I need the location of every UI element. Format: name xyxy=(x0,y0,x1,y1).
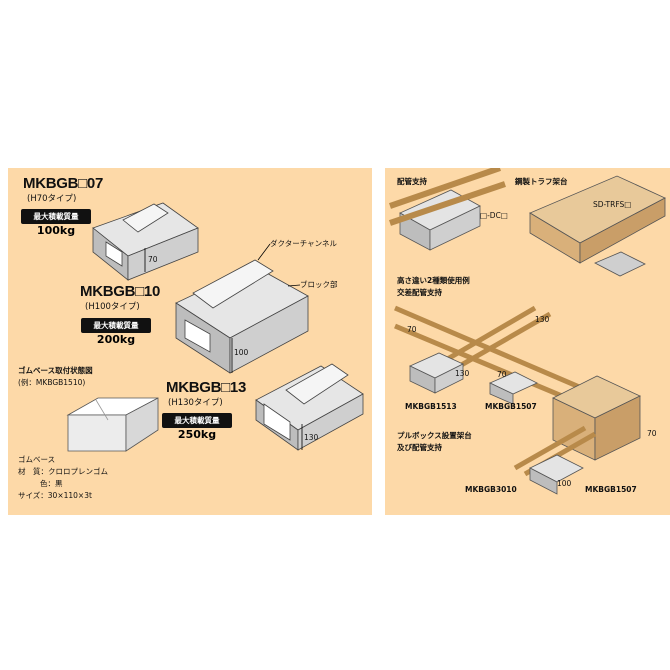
steel-tray-drawing xyxy=(529,175,666,277)
dim-70-a: 70 xyxy=(407,325,417,334)
rubber-example: (例：MKBGB1510) xyxy=(18,378,86,387)
model-10-load-label: 最大積載質量 xyxy=(81,318,151,333)
rubber-base-drawing xyxy=(66,397,159,452)
model-13-type: (H130タイプ) xyxy=(168,398,223,408)
block-10-drawing xyxy=(175,243,309,374)
model-1507b-label: MKBGB1507 xyxy=(585,485,637,494)
model-13-badge: 最大積載質量 250kg xyxy=(162,413,232,441)
left-panel: MKBGB□07 (H70タイプ) 最大積載質量 100kg 70 MKBGB□… xyxy=(8,168,372,515)
duct-channel-callout: ダクターチャンネル xyxy=(270,239,337,248)
pipe-support-title: 配管支持 xyxy=(397,177,427,186)
model-07-load-label: 最大積載質量 xyxy=(21,209,91,224)
application-illustrations xyxy=(389,168,666,495)
sdtrfs-label: SD-TRFS□ xyxy=(593,200,632,209)
model-07-load-value: 100kg xyxy=(36,224,76,237)
model-10-load-value: 200kg xyxy=(96,333,136,346)
cross-pipe-drawing xyxy=(394,305,606,417)
steel-tray-title: 鋼製トラフ架台 xyxy=(515,177,568,186)
dim-130-b: 130 xyxy=(455,369,470,378)
block-illustrations xyxy=(66,202,364,452)
rubber-title: ゴムベース取付状態図 xyxy=(18,366,93,375)
dim-130-a: 130 xyxy=(535,315,550,324)
pipe-support-drawing xyxy=(389,168,506,251)
pullbox-title-line1: プルボックス設置架台 xyxy=(397,431,472,440)
pull-box-drawing xyxy=(513,375,641,495)
dc-label: □-DC□ xyxy=(480,211,508,220)
model-3010-label: MKBGB3010 xyxy=(465,485,517,494)
right-panel: 配管支持 鋼製トラフ架台 □-DC□ SD-TRFS□ 高さ違い2種類使用例 交… xyxy=(385,168,670,515)
model-1513-label: MKBGB1513 xyxy=(405,402,457,411)
model-10-name: MKBGB□10 xyxy=(80,283,161,300)
model-13-load-label: 最大積載質量 xyxy=(162,413,232,428)
model-07-badge: 最大積載質量 100kg xyxy=(21,209,91,237)
model-13-name: MKBGB□13 xyxy=(166,379,247,396)
model-10-badge: 最大積載質量 200kg xyxy=(81,318,151,346)
model-07-height: 70 xyxy=(148,255,158,264)
block-07-drawing xyxy=(92,202,199,281)
rubber-material: 材 質：クロロプレンゴム xyxy=(18,467,108,476)
model-07-type: (H70タイプ) xyxy=(27,194,77,204)
model-1507a-label: MKBGB1507 xyxy=(485,402,537,411)
pullbox-title-line2: 及び配管支持 xyxy=(397,443,442,452)
model-10-height: 100 xyxy=(234,348,249,357)
dim-70-c: 70 xyxy=(647,429,657,438)
model-10-type: (H100タイプ) xyxy=(85,302,140,312)
cross-title-line2: 交差配管支持 xyxy=(397,288,442,297)
model-13-load-value: 250kg xyxy=(177,428,217,441)
cross-title-line1: 高さ違い2種類使用例 xyxy=(397,276,470,285)
model-07-name: MKBGB□07 xyxy=(23,175,104,192)
rubber-color: 色：黒 xyxy=(40,479,63,488)
dim-100: 100 xyxy=(557,479,572,488)
dim-70-b: 70 xyxy=(497,370,507,379)
block-callout: ブロック部 xyxy=(300,280,338,289)
block-13-drawing xyxy=(255,363,364,451)
model-13-height: 130 xyxy=(304,433,319,442)
rubber-spec-title: ゴムベース xyxy=(18,455,56,464)
rubber-size: サイズ：30×110×3t xyxy=(18,491,92,500)
